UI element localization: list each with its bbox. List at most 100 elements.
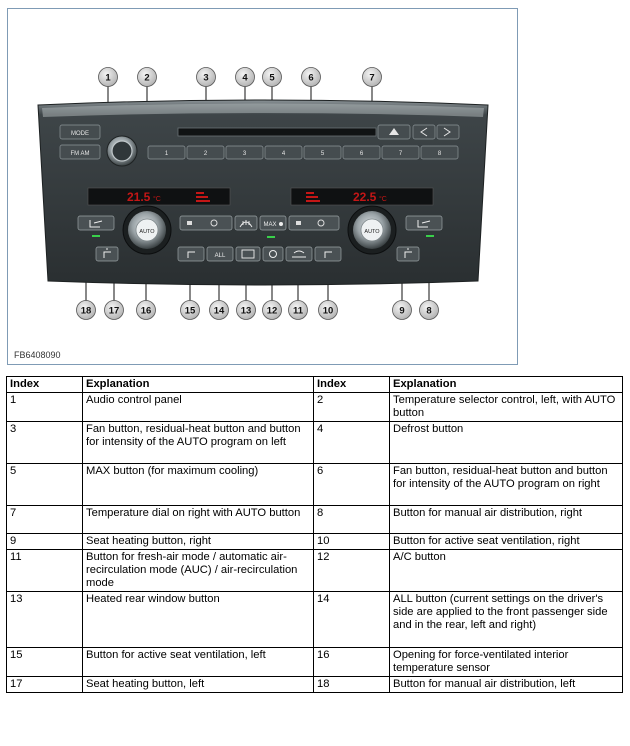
- row-explanation-right: A/C button: [389, 549, 623, 592]
- temp-right: 22.5: [353, 190, 377, 204]
- all-label: ALL: [215, 253, 226, 259]
- preset-button-1[interactable]: 1: [147, 145, 186, 160]
- mode-label: MODE: [71, 131, 89, 137]
- preset-label: 8: [438, 151, 442, 157]
- fan-indicator-right: [306, 192, 320, 202]
- callout-2: 2: [137, 67, 157, 87]
- row-index-right: 14: [313, 591, 390, 648]
- row-index-right: 4: [313, 421, 390, 464]
- mode-button[interactable]: MODE: [59, 124, 101, 140]
- seat-heating-button-left[interactable]: [95, 246, 119, 262]
- air-distribution-button-right[interactable]: [405, 215, 443, 231]
- seek-back-button[interactable]: [412, 124, 436, 140]
- row-index-left: 1: [6, 392, 83, 422]
- row-index-right: 16: [313, 647, 390, 677]
- row-index-left: 17: [6, 676, 83, 693]
- callout-18: 18: [76, 300, 96, 320]
- callout-14: 14: [209, 300, 229, 320]
- callout-13: 13: [236, 300, 256, 320]
- row-index-left: 7: [6, 505, 83, 534]
- max-button[interactable]: MAX: [259, 215, 287, 231]
- callout-label: 10: [323, 306, 334, 317]
- preset-button-8[interactable]: 8: [420, 145, 459, 160]
- row-index-right: 12: [313, 549, 390, 592]
- row-explanation-right: Button for manual air distribution, left: [389, 676, 623, 693]
- defrost-button[interactable]: [234, 215, 258, 231]
- callout-7: 7: [362, 67, 382, 87]
- row-index-right: 18: [313, 676, 390, 693]
- preset-label: 6: [360, 151, 364, 157]
- temp-left-unit: °C: [153, 195, 161, 203]
- seat-ventilation-button-right[interactable]: [314, 246, 342, 262]
- callout-label: 12: [267, 306, 278, 317]
- max-label: MAX: [263, 222, 276, 228]
- air-recirculation-button[interactable]: [285, 246, 313, 262]
- row-explanation-right: Button for manual air distribution, righ…: [389, 505, 623, 534]
- callout-8: 8: [419, 300, 439, 320]
- header-explanation-right: Explanation: [389, 376, 623, 393]
- preset-label: 3: [243, 151, 247, 157]
- row-index-right: 2: [313, 392, 390, 422]
- callout-label: 2: [144, 73, 149, 84]
- row-index-left: 5: [6, 463, 83, 506]
- header-index-left: Index: [6, 376, 83, 393]
- temperature-dial-left[interactable]: AUTO: [122, 205, 172, 255]
- preset-button-4[interactable]: 4: [264, 145, 303, 160]
- display-right: [290, 187, 434, 206]
- temperature-dial-right[interactable]: AUTO: [347, 205, 397, 255]
- callout-label: 17: [109, 306, 120, 317]
- callout-4: 4: [235, 67, 255, 87]
- fan-button-right[interactable]: [288, 215, 340, 231]
- preset-button-2[interactable]: 2: [186, 145, 225, 160]
- callout-label: 14: [214, 306, 225, 317]
- row-explanation-left: Seat heating button, left: [82, 676, 314, 693]
- seat-heating-button-right[interactable]: [396, 246, 420, 262]
- preset-button-5[interactable]: 5: [303, 145, 342, 160]
- preset-label: 2: [204, 151, 208, 157]
- row-index-left: 13: [6, 591, 83, 648]
- callout-label: 4: [242, 73, 248, 84]
- row-explanation-left: Fan button, residual-heat button and but…: [82, 421, 314, 464]
- row-explanation-left: Seat heating button, right: [82, 533, 314, 550]
- row-explanation-right: Opening for force-ventilated interior te…: [389, 647, 623, 677]
- seek-forward-button[interactable]: [436, 124, 460, 140]
- all-button[interactable]: ALL: [206, 246, 234, 262]
- preset-button-6[interactable]: 6: [342, 145, 381, 160]
- row-index-left: 3: [6, 421, 83, 464]
- audio-volume-knob[interactable]: [106, 135, 138, 167]
- callout-label: 15: [185, 306, 196, 317]
- callout-10: 10: [318, 300, 338, 320]
- callout-label: 7: [369, 73, 374, 84]
- eject-button[interactable]: [377, 124, 411, 140]
- row-index-left: 9: [6, 533, 83, 550]
- callout-11: 11: [288, 300, 308, 320]
- preset-label: 4: [282, 151, 286, 157]
- temp-right-unit: °C: [379, 195, 387, 203]
- table-header-row: Index Explanation Index Explanation: [6, 376, 623, 393]
- preset-button-7[interactable]: 7: [381, 145, 420, 160]
- seat-ventilation-button-left[interactable]: [177, 246, 205, 262]
- row-explanation-right: Button for active seat ventilation, righ…: [389, 533, 623, 550]
- row-index-left: 11: [6, 549, 83, 592]
- fm-am-button[interactable]: FM AM: [59, 144, 101, 160]
- callout-label: 9: [399, 306, 404, 317]
- callout-15: 15: [180, 300, 200, 320]
- callout-17: 17: [104, 300, 124, 320]
- indicator-leds: [92, 235, 434, 238]
- fan-button-left[interactable]: [179, 215, 233, 231]
- heated-rear-window-button[interactable]: [235, 246, 261, 262]
- row-explanation-left: Heated rear window button: [82, 591, 314, 648]
- row-explanation-right: Temperature selector control, left, with…: [389, 392, 623, 422]
- air-distribution-button-left[interactable]: [77, 215, 115, 231]
- callout-label: 6: [308, 73, 313, 84]
- preset-button-3[interactable]: 3: [225, 145, 264, 160]
- ac-button[interactable]: [262, 246, 284, 262]
